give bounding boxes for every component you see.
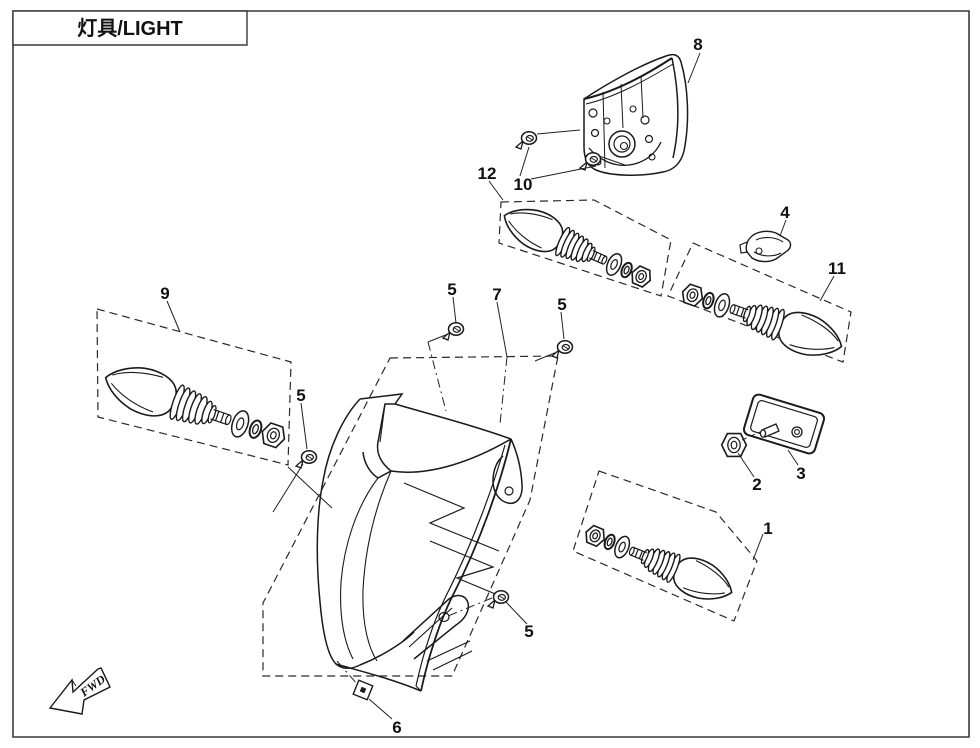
turn-signal-9-drawing: [98, 356, 291, 460]
screw-5d: [487, 590, 510, 609]
callout-10: 10: [514, 175, 533, 194]
screw-5c: [295, 450, 318, 469]
callout-labels: 1 2 3 4 5 5 5 5 6 7 8 9 10 11 12: [160, 35, 846, 737]
callout-5-top-right: 5: [557, 295, 566, 314]
leader-lines: [167, 53, 834, 719]
headlight-mask-drawing: [317, 394, 522, 691]
fwd-arrow: FWD: [50, 668, 110, 714]
callout-7: 7: [492, 285, 501, 304]
group-box-1: [573, 471, 757, 621]
group-box-7: [263, 356, 558, 676]
clip-drawing: [353, 680, 373, 700]
reflector-stud-drawing: [760, 424, 802, 437]
page-title: 灯具/LIGHT: [77, 17, 183, 40]
group-box-9: [97, 309, 291, 465]
callout-11: 11: [828, 259, 846, 278]
screw-5b: [551, 340, 574, 359]
reflector-drawing: [742, 393, 825, 455]
turn-signal-1-drawing: [579, 515, 739, 610]
screw-5a: [442, 322, 465, 341]
turn-signal-11-drawing: [676, 273, 848, 365]
callout-5-bottom: 5: [524, 622, 533, 641]
callout-12: 12: [478, 164, 497, 183]
callout-3: 3: [796, 464, 805, 483]
page-border: [13, 11, 969, 737]
callout-2: 2: [752, 475, 761, 494]
screw-10a: [515, 131, 538, 150]
group-box-12: [499, 200, 671, 296]
bulb-holder-bracket-drawing: [740, 231, 791, 261]
callout-5-top-left: 5: [447, 280, 456, 299]
callout-9: 9: [160, 284, 169, 303]
group-box-11: [668, 243, 851, 362]
callout-6: 6: [392, 718, 401, 737]
callout-8: 8: [693, 35, 702, 54]
callout-5-left: 5: [296, 386, 305, 405]
title-block: 灯具/LIGHT: [13, 11, 247, 45]
dashed-group-boxes: [97, 200, 851, 676]
turn-signal-12-drawing: [497, 198, 658, 298]
callout-1: 1: [763, 519, 772, 538]
callout-4: 4: [780, 203, 790, 222]
reflector-nut-drawing: [720, 432, 748, 458]
headlight-housing-drawing: [584, 55, 688, 176]
